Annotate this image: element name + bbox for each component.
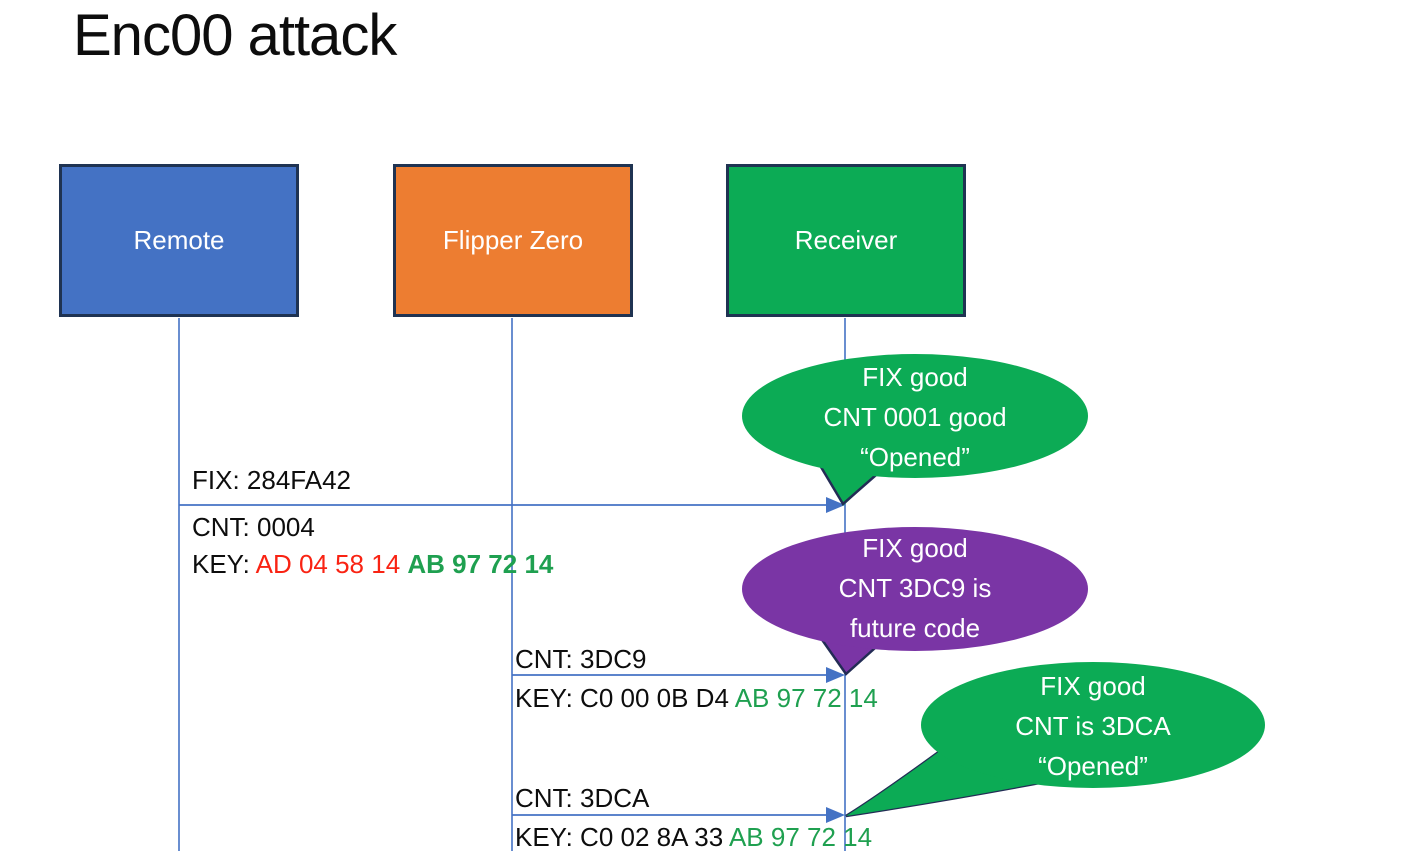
callout-1-bubble bbox=[742, 354, 1088, 478]
callout-shape-1 bbox=[742, 354, 1088, 506]
callout-3-text: FIX good CNT is 3DCA “Opened” bbox=[920, 666, 1266, 786]
callout-2-tail-outline bbox=[816, 633, 885, 676]
arrowhead-msg1 bbox=[826, 497, 845, 513]
callout-3-line3: “Opened” bbox=[1038, 751, 1148, 781]
callout-2-text: FIX good CNT 3DC9 is future code bbox=[742, 528, 1088, 648]
msg2-key-prefix: KEY: C0 00 0B D4 bbox=[515, 683, 735, 713]
actor-label-receiver: Receiver bbox=[794, 225, 898, 255]
callout-3-bubble bbox=[921, 662, 1265, 788]
callout-2-line1: FIX good bbox=[862, 533, 968, 563]
msg2-cnt-text: CNT: 3DC9 bbox=[515, 644, 646, 675]
callout-1-line1: FIX good bbox=[862, 362, 968, 392]
callout-1-line3: “Opened” bbox=[860, 442, 970, 472]
msg3-key-prefix: KEY: C0 02 8A 33 bbox=[515, 822, 729, 852]
callout-2-bubble bbox=[742, 527, 1088, 651]
msg3-cnt-value: CNT: 3DCA bbox=[515, 783, 650, 813]
callout-3-line2: CNT is 3DCA bbox=[1015, 711, 1171, 741]
msg1-fix-value: FIX: 284FA42 bbox=[192, 465, 351, 495]
msg3-key-text: KEY: C0 02 8A 33 AB 97 72 14 bbox=[515, 822, 872, 853]
slide-title: Enc00 attack bbox=[73, 3, 397, 68]
msg3-cnt-text: CNT: 3DCA bbox=[515, 783, 649, 814]
actor-box-receiver: Receiver bbox=[726, 164, 966, 317]
msg2-cnt-value: CNT: 3DC9 bbox=[515, 644, 647, 674]
msg3-key-green-bytes: AB 97 72 14 bbox=[728, 822, 873, 852]
actor-box-remote: Remote bbox=[59, 164, 299, 317]
callout-1-line2: CNT 0001 good bbox=[823, 402, 1007, 432]
msg2-key-green-bytes: AB 97 72 14 bbox=[734, 683, 878, 713]
actor-label-remote: Remote bbox=[133, 225, 225, 255]
msg1-cnt-text: CNT: 0004 bbox=[192, 512, 315, 543]
callout-2-line3: future code bbox=[849, 613, 981, 643]
callout-1-tail-outline bbox=[816, 461, 885, 506]
msg2-key-text: KEY: C0 00 0B D4 AB 97 72 14 bbox=[515, 683, 878, 714]
msg1-key-red-bytes: AD 04 58 14 bbox=[255, 549, 408, 579]
msg1-key-text: KEY: AD 04 58 14 AB 97 72 14 bbox=[192, 549, 553, 580]
callout-2-line2: CNT 3DC9 is bbox=[838, 573, 992, 603]
callout-shape-3 bbox=[845, 662, 1265, 818]
msg1-cnt-value: CNT: 0004 bbox=[192, 512, 315, 542]
arrowhead-msg2 bbox=[826, 667, 845, 683]
callout-shape-2 bbox=[742, 527, 1088, 676]
actor-box-flipper-zero: Flipper Zero bbox=[393, 164, 633, 317]
msg1-key-prefix: KEY: bbox=[192, 549, 256, 579]
actor-label-flipper-zero: Flipper Zero bbox=[442, 225, 584, 255]
callout-1-text: FIX good CNT 0001 good “Opened” bbox=[742, 357, 1088, 477]
msg1-key-green-bytes: AB 97 72 14 bbox=[407, 549, 554, 579]
arrowhead-msg3 bbox=[826, 807, 845, 823]
callout-3-line1: FIX good bbox=[1040, 671, 1146, 701]
msg1-fix-text: FIX: 284FA42 bbox=[192, 465, 351, 496]
